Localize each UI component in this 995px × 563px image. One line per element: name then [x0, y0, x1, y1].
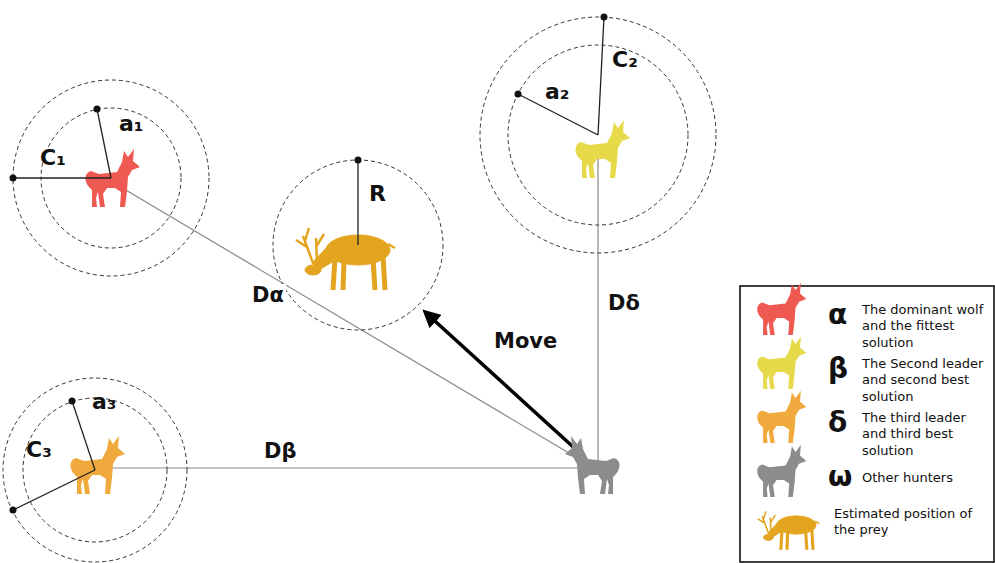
distance-label: Dβ	[262, 440, 298, 463]
dashed-ring	[273, 160, 443, 330]
legend-frame	[740, 286, 994, 562]
legend-text: Estimated position of the prey	[834, 506, 984, 539]
radius-dot	[69, 398, 76, 405]
circle-outline	[13, 80, 209, 276]
radius-dot	[10, 507, 17, 514]
omega-wolf	[565, 436, 620, 494]
distance-line	[597, 150, 598, 462]
radius-line	[97, 109, 111, 178]
radius-label: a₁	[119, 112, 143, 136]
wolf-range-circle: a₃ C₃	[3, 378, 187, 562]
move-arrow	[425, 312, 582, 455]
radius-line	[13, 177, 111, 178]
legend-text: The Second leader and second best soluti…	[862, 356, 988, 405]
distance-line	[104, 467, 584, 468]
radius-dot	[601, 14, 608, 21]
radius-line	[598, 17, 604, 135]
radius-dot	[94, 106, 101, 113]
radius-label: a₃	[92, 390, 116, 414]
prey-radius-circle: R	[273, 160, 443, 330]
legend-symbol: ω	[826, 462, 854, 493]
distance-line	[114, 183, 584, 462]
legend-symbol: α	[826, 300, 849, 331]
move-label: Move	[492, 330, 559, 353]
radius-line	[72, 401, 95, 470]
legend-text: Other hunters	[862, 470, 988, 486]
legend-icon	[757, 283, 806, 335]
legend-symbol: δ	[826, 408, 849, 439]
distance-label: Dδ	[606, 292, 642, 315]
circle-outline	[273, 160, 443, 330]
legend-text: The third leader and third best solution	[862, 410, 988, 459]
dashed-ring	[13, 80, 209, 276]
wolf-range-circle: a₁ C₁	[13, 80, 209, 276]
dashed-ring	[3, 378, 187, 562]
delta-wolf	[70, 436, 125, 494]
radius-label: C₁	[40, 146, 66, 170]
radius-label: R	[369, 182, 386, 206]
dashed-ring	[480, 17, 716, 253]
radius-label: C₂	[612, 48, 638, 72]
radius-line	[13, 470, 95, 510]
legend-symbol: β	[826, 354, 850, 385]
radius-label: a₂	[545, 80, 569, 104]
radius-dot	[10, 175, 17, 182]
radius-dot	[355, 157, 362, 164]
legend-text: The dominant wolf and the fittest soluti…	[862, 302, 988, 351]
radius-dot	[515, 91, 522, 98]
prey-deer	[296, 228, 395, 290]
legend-icon	[757, 391, 806, 443]
legend-icon	[757, 445, 806, 497]
distance-label: Dα	[250, 284, 286, 307]
radius-label: C₃	[26, 438, 52, 462]
legend-icon	[758, 511, 819, 549]
radius-line	[357, 160, 358, 245]
circle-outline	[480, 17, 716, 253]
legend-icon	[757, 337, 806, 389]
wolf-range-circle: a₂ C₂	[480, 17, 716, 253]
beta-wolf	[575, 120, 630, 178]
